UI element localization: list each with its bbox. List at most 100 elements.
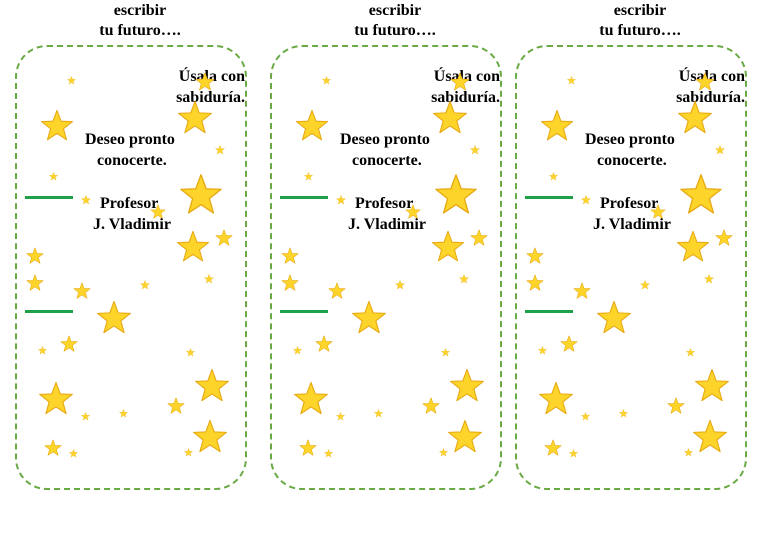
- star-icon: [215, 145, 225, 155]
- star-icon: [44, 439, 62, 457]
- message-2-line1: Deseo pronto: [585, 131, 675, 148]
- star-icon: [328, 282, 346, 300]
- signature-line1: Profesor: [100, 195, 159, 212]
- star-icon: [566, 75, 576, 85]
- message-2-line2: conocerte.: [352, 152, 422, 169]
- star-icon: [194, 368, 230, 404]
- star-icon: [60, 335, 78, 353]
- card-header-line1: escribir: [368, 2, 422, 19]
- card-2: escribir tu futuro…. Úsala con sabiduría…: [270, 0, 520, 500]
- star-icon: [195, 72, 215, 92]
- signature-line2: J. Vladimir: [348, 216, 426, 233]
- message-2-line2: conocerte.: [97, 152, 167, 169]
- card-header-line2: tu futuro….: [599, 22, 681, 39]
- star-icon: [683, 447, 693, 457]
- star-icon: [179, 173, 223, 217]
- star-icon: [293, 381, 329, 417]
- star-icon: [26, 274, 44, 292]
- message-1-line2: sabiduría.: [676, 89, 745, 106]
- star-icon: [548, 171, 558, 181]
- star-icon: [204, 274, 214, 284]
- star-icon: [48, 171, 58, 181]
- star-icon: [335, 411, 345, 421]
- star-icon: [183, 447, 193, 457]
- star-icon: [299, 439, 317, 457]
- star-icon: [177, 100, 213, 136]
- card-3: escribir tu futuro…. Úsala con sabiduría…: [515, 0, 765, 500]
- star-icon: [434, 173, 478, 217]
- star-icon: [450, 72, 470, 92]
- signature-line1: Profesor: [355, 195, 414, 212]
- star-icon: [704, 274, 714, 284]
- star-icon: [281, 247, 299, 265]
- star-icon: [150, 204, 166, 220]
- star-icon: [695, 72, 715, 92]
- star-icon: [470, 145, 480, 155]
- star-icon: [540, 109, 574, 143]
- dashed-card-frame: [515, 45, 747, 490]
- message-1-line1: Úsala con: [433, 68, 500, 85]
- star-icon: [295, 109, 329, 143]
- card-header-line2: tu futuro….: [99, 22, 181, 39]
- star-icon: [544, 439, 562, 457]
- rule-line: [525, 310, 573, 313]
- star-icon: [715, 145, 725, 155]
- star-icon: [336, 195, 346, 205]
- star-icon: [80, 411, 90, 421]
- star-icon: [715, 229, 733, 247]
- star-icon: [140, 280, 150, 290]
- message-2-line1: Deseo pronto: [340, 131, 430, 148]
- rule-line: [525, 196, 573, 199]
- star-icon: [537, 345, 547, 355]
- star-icon: [692, 419, 728, 455]
- message-1-line1: Úsala con: [178, 68, 245, 85]
- message-1-line2: sabiduría.: [176, 89, 245, 106]
- star-icon: [538, 381, 574, 417]
- star-icon: [581, 195, 591, 205]
- star-icon: [650, 204, 666, 220]
- star-icon: [37, 345, 47, 355]
- star-icon: [323, 448, 333, 458]
- star-icon: [685, 347, 695, 357]
- message-1-line2: sabiduría.: [431, 89, 500, 106]
- star-icon: [373, 408, 383, 418]
- star-icon: [568, 448, 578, 458]
- rule-line: [25, 310, 73, 313]
- star-icon: [81, 195, 91, 205]
- star-icon: [431, 230, 465, 264]
- star-icon: [449, 368, 485, 404]
- star-icon: [447, 419, 483, 455]
- rule-line: [25, 196, 73, 199]
- star-icon: [526, 274, 544, 292]
- star-icon: [526, 247, 544, 265]
- star-icon: [432, 100, 468, 136]
- card-1: escribir tu futuro…. Úsala con sabiduría…: [15, 0, 265, 500]
- star-icon: [422, 397, 440, 415]
- card-header-line1: escribir: [113, 2, 167, 19]
- star-icon: [573, 282, 591, 300]
- star-icon: [40, 109, 74, 143]
- star-icon: [618, 408, 628, 418]
- star-icon: [440, 347, 450, 357]
- message-1-line1: Úsala con: [678, 68, 745, 85]
- rule-line: [280, 310, 328, 313]
- signature-line2: J. Vladimir: [593, 216, 671, 233]
- star-icon: [281, 274, 299, 292]
- star-icon: [118, 408, 128, 418]
- star-icon: [438, 447, 448, 457]
- star-icon: [68, 448, 78, 458]
- rule-line: [280, 196, 328, 199]
- star-icon: [560, 335, 578, 353]
- star-icon: [459, 274, 469, 284]
- star-icon: [26, 247, 44, 265]
- card-header-line1: escribir: [613, 2, 667, 19]
- star-icon: [640, 280, 650, 290]
- star-icon: [667, 397, 685, 415]
- signature-line2: J. Vladimir: [93, 216, 171, 233]
- star-icon: [315, 335, 333, 353]
- star-icon: [405, 204, 421, 220]
- star-icon: [676, 230, 710, 264]
- star-icon: [596, 300, 632, 336]
- message-2-line2: conocerte.: [597, 152, 667, 169]
- star-icon: [470, 229, 488, 247]
